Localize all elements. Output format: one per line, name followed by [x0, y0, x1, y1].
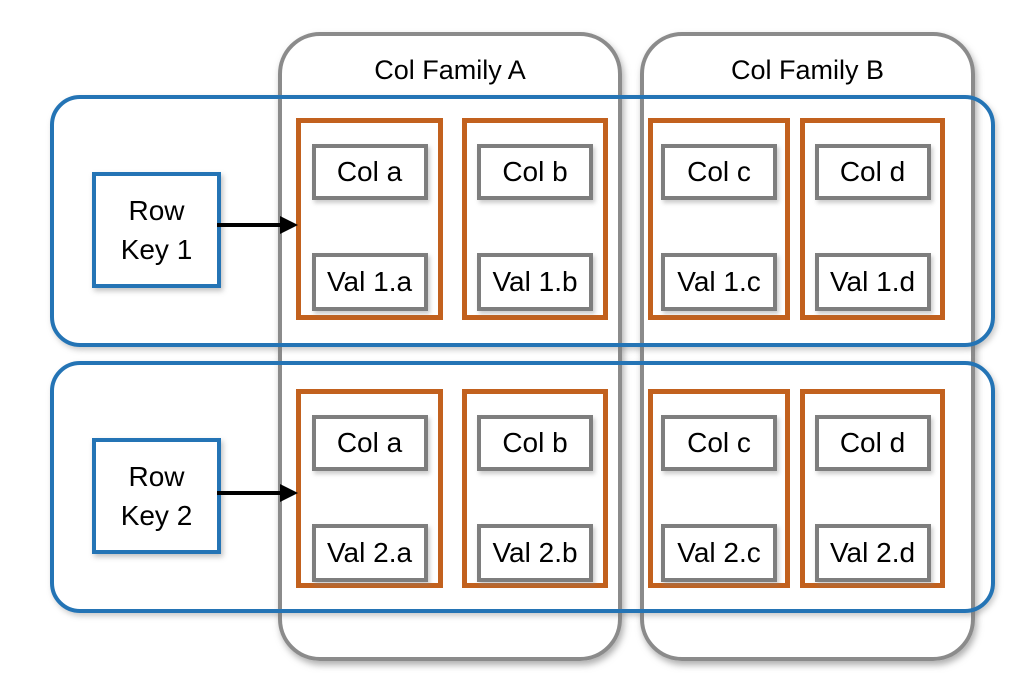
value-box: Val 1.c: [661, 253, 777, 311]
value-label: Val 2.a: [326, 537, 413, 568]
row-2-container: Row Key 2: [50, 361, 995, 613]
col-name-box: Col b: [477, 144, 593, 200]
value-box: Val 2.d: [814, 524, 931, 582]
value-label: Val 2.c: [677, 537, 761, 568]
col-family-a-label: Col Family A: [374, 55, 526, 85]
col-name-label: Col c: [687, 427, 751, 458]
row-2-arrow-connector: [217, 484, 298, 502]
col-name-box: Col c: [661, 144, 777, 200]
col-name-box: Col d: [814, 144, 931, 200]
col-name-box: Col c: [661, 415, 777, 471]
value-box: Val 2.c: [661, 524, 777, 582]
cell-row2-col-b: Col b Val 2.b: [462, 389, 608, 588]
cell-row1-col-c: Col c Val 1.c: [648, 118, 790, 320]
value-label: Val 1.c: [677, 266, 761, 297]
row-key-2-box: Row Key 2: [92, 438, 221, 554]
cell-row2-col-c: Col c Val 2.c: [648, 389, 790, 588]
row-key-2-label: Row Key 2: [120, 461, 193, 531]
cell-row2-col-a: Col a Val 2.a: [296, 389, 443, 588]
cell-row1-col-b: Col b Val 1.b: [462, 118, 608, 320]
col-name-box: Col d: [814, 415, 931, 471]
cell-row2-col-d: Col d Val 2.d: [800, 389, 945, 588]
value-box: Val 1.d: [814, 253, 931, 311]
col-name-box: Col a: [311, 415, 428, 471]
cell-row1-col-a: Col a Val 1.a: [296, 118, 443, 320]
value-label: Val 1.d: [829, 266, 916, 297]
col-family-b-label: Col Family B: [730, 55, 885, 85]
row-1-arrow-connector: [217, 216, 298, 234]
value-label: Val 2.d: [829, 537, 916, 568]
value-label: Val 2.b: [492, 537, 578, 568]
row-key-1-box: Row Key 1: [92, 172, 221, 288]
col-name-box: Col b: [477, 415, 593, 471]
col-name-label: Col a: [336, 156, 403, 187]
value-box: Val 2.b: [477, 524, 593, 582]
value-box: Val 2.a: [311, 524, 428, 582]
col-name-label: Col c: [687, 156, 751, 187]
col-name-label: Col b: [502, 156, 568, 187]
value-label: Val 1.b: [492, 266, 578, 297]
value-box: Val 1.a: [311, 253, 428, 311]
col-name-label: Col d: [839, 156, 906, 187]
col-name-box: Col a: [311, 144, 428, 200]
value-box: Val 1.b: [477, 253, 593, 311]
col-name-label: Col d: [839, 427, 906, 458]
col-name-label: Col a: [336, 427, 403, 458]
value-label: Val 1.a: [326, 266, 413, 297]
row-1-container: Row Key 1: [50, 95, 995, 347]
col-name-label: Col b: [502, 427, 568, 458]
row-key-1-label: Row Key 1: [120, 195, 193, 265]
cell-row1-col-d: Col d Val 1.d: [800, 118, 945, 320]
